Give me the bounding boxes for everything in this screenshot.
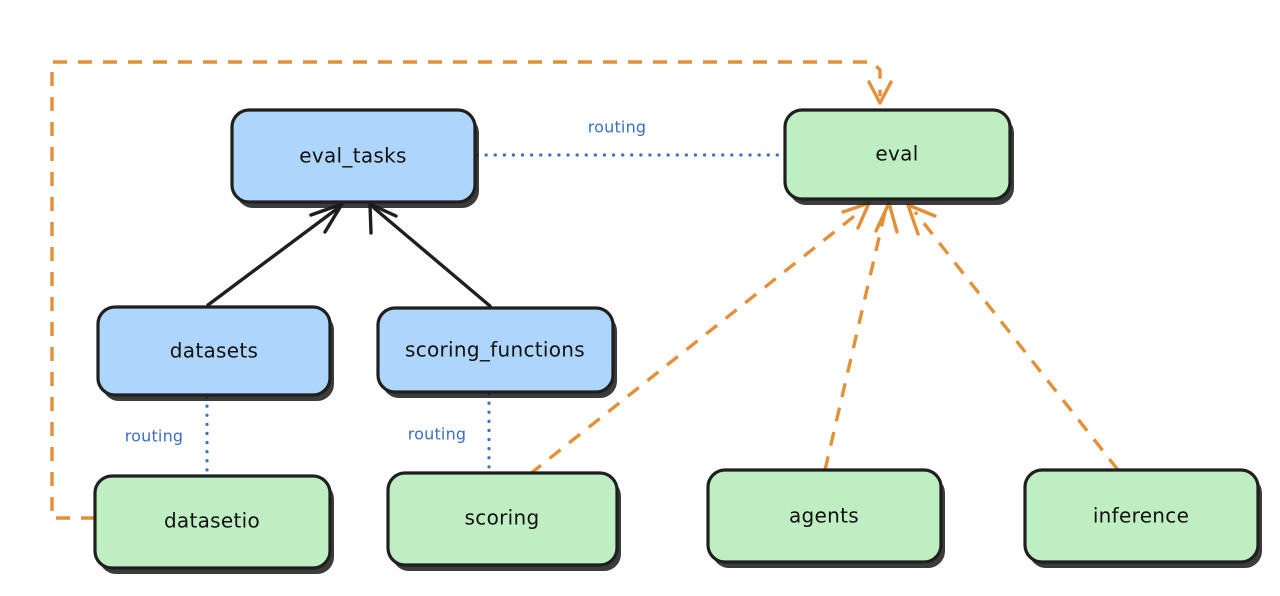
node-datasetio-box[interactable] [93,474,332,570]
edge-datasetio-to-eval [50,60,893,520]
edge-datasets-to-datasetio: routing [125,395,209,476]
node-agents[interactable]: agents [706,468,945,568]
node-inference-box[interactable] [1023,468,1260,564]
node-agents-label: agents [789,504,859,528]
node-scoring-label: scoring [465,506,540,530]
edge-datasets-to-eval_tasks [206,202,344,307]
node-scoring-box[interactable] [386,471,619,567]
edge-label-routing-top: routing [588,118,647,137]
node-inference[interactable]: inference [1023,468,1262,568]
node-scoring[interactable]: scoring [386,471,621,571]
edge-inference-to-eval [906,203,1120,472]
node-datasets[interactable]: datasets [96,305,334,401]
node-eval_tasks-box[interactable] [230,108,477,204]
node-datasetio[interactable]: datasetio [93,474,334,574]
edge-label-routing-scoring-functions: routing [408,425,467,444]
edge-scoring_functions-to-scoring: routing [408,392,491,473]
edge-label-routing-datasets: routing [125,427,184,446]
edge-layer: routing routing routing [50,60,1120,520]
node-eval-box[interactable] [783,108,1012,201]
node-eval-label: eval [875,142,918,166]
node-inference-label: inference [1093,504,1189,528]
node-eval[interactable]: eval [783,108,1014,205]
node-scoring_functions-label: scoring_functions [405,338,585,362]
node-eval_tasks-label: eval_tasks [299,144,406,168]
node-datasets-box[interactable] [96,305,332,397]
edge-eval_tasks-to-eval: routing [475,118,785,157]
node-layer: eval_tasks eval datasets scoring_functio… [93,108,1262,574]
edge-scoring_functions-to-eval_tasks [368,202,492,308]
node-datasetio-label: datasetio [164,509,260,533]
node-scoring_functions[interactable]: scoring_functions [376,306,617,398]
node-scoring_functions-box[interactable] [376,306,615,394]
node-eval_tasks[interactable]: eval_tasks [230,108,479,208]
node-agents-box[interactable] [706,468,943,564]
node-datasets-label: datasets [170,339,258,363]
edge-agents-to-eval [823,201,899,471]
